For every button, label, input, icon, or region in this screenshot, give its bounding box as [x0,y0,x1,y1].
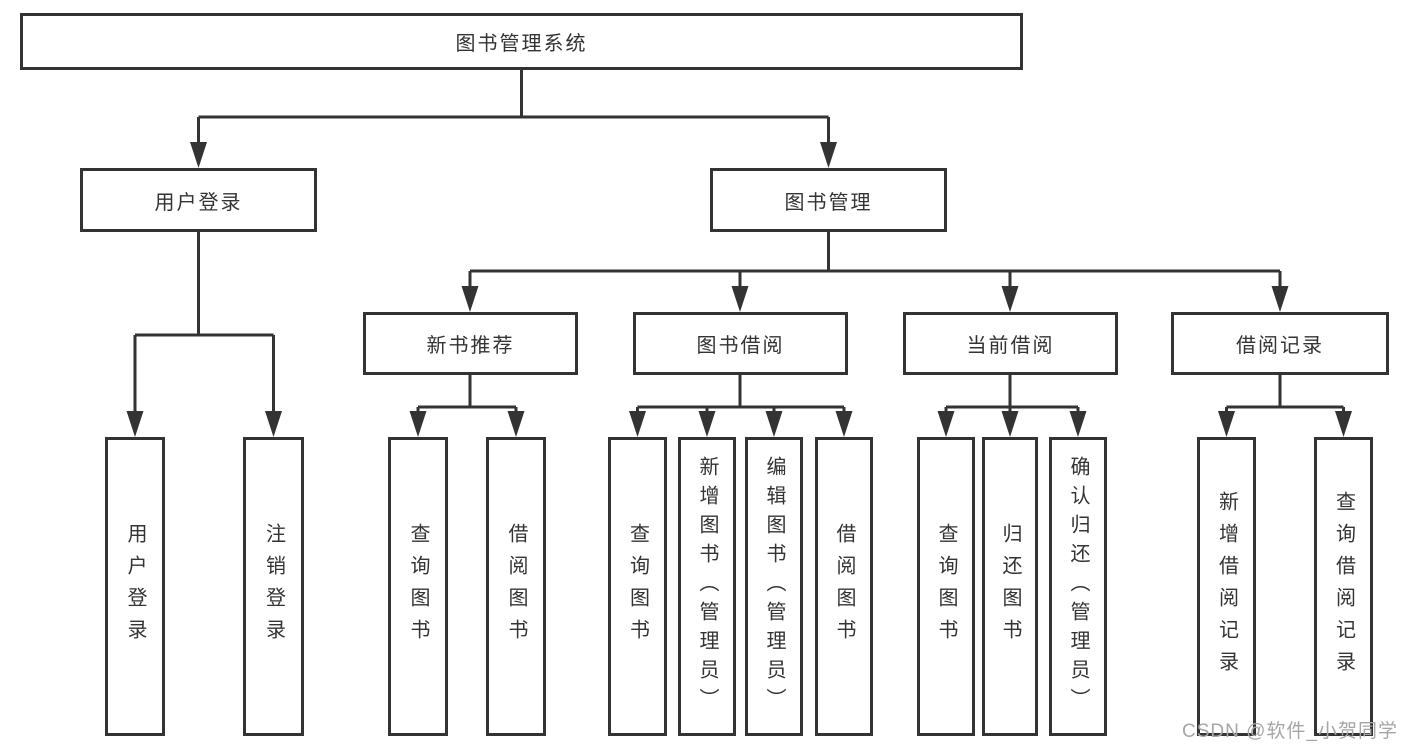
leaf-query-books-recommend: 查询图书 [388,437,448,736]
leaf-user-login: 用户登录 [105,437,165,736]
leaf-confirm-return-admin: 确认归还（管理员） [1049,437,1107,736]
node-book-management: 图书管理 [710,168,947,232]
leaf-query-borrow-record: 查询借阅记录 [1314,437,1373,736]
watermark: CSDN @软件_小贺同学 [1182,721,1398,742]
leaf-return-book: 归还图书 [982,437,1038,736]
node-library-system-root: 图书管理系统 [20,13,1023,70]
leaf-add-book-admin: 新增图书（管理员） [678,437,736,736]
node-user-login: 用户登录 [80,168,317,232]
leaf-borrow-books-recommend: 借阅图书 [486,437,546,736]
leaf-logout: 注销登录 [243,437,304,736]
leaf-add-borrow-record: 新增借阅记录 [1197,437,1256,736]
node-borrow-records: 借阅记录 [1171,312,1389,375]
leaf-borrow-books: 借阅图书 [815,437,873,736]
leaf-query-books-borrow: 查询图书 [608,437,667,736]
leaf-query-books-current: 查询图书 [917,437,975,736]
node-book-borrow: 图书借阅 [633,312,848,375]
node-current-borrow: 当前借阅 [903,312,1118,375]
node-new-book-recommend: 新书推荐 [363,312,578,375]
leaf-edit-book-admin: 编辑图书（管理员） [745,437,803,736]
